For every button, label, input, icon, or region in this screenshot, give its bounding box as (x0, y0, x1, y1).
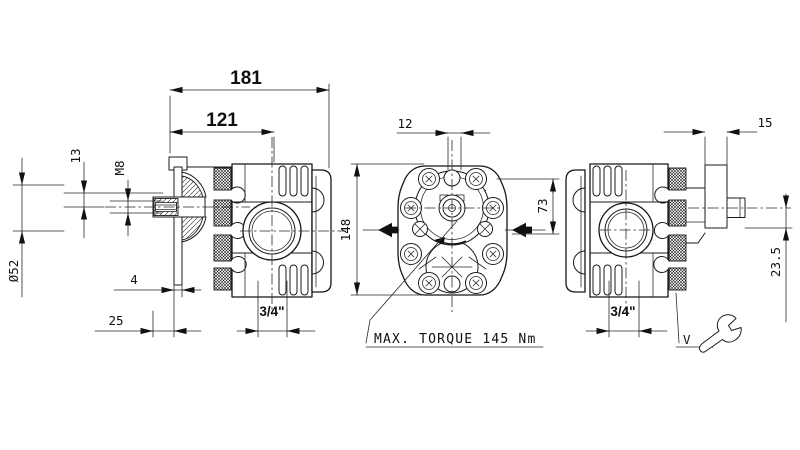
dim-axis-to-bracket: 23.5 (768, 247, 783, 277)
flange-section-hatch-bottom (181, 216, 204, 241)
valve-marker-label: V (683, 332, 691, 347)
torque-note-leader (365, 220, 458, 344)
right-side-view (565, 163, 746, 298)
dim-flange-to-port-axis: 121 (206, 110, 238, 131)
drain-plug-right (477, 221, 493, 237)
flange-section-hatch-top (181, 175, 204, 198)
tie-bolt (668, 267, 687, 291)
dim-shaft-thread: M8 (112, 160, 127, 175)
tie-bolt (213, 234, 232, 262)
dim-overall-length: 181 (230, 68, 262, 89)
front-view (362, 136, 546, 296)
valve-leader (675, 292, 680, 344)
dim-pilot-diameter: Ø52 (6, 260, 21, 283)
flange-bolts (400, 168, 504, 294)
wrench-icon (699, 314, 742, 353)
dim-flange-thickness: 4 (130, 272, 138, 287)
dim-key-height: 13 (68, 148, 83, 163)
tie-bolt (213, 267, 232, 291)
dimensions-left-view: 181 121 13 M8 Ø52 4 25 (6, 68, 330, 338)
tie-bolt (668, 167, 687, 191)
tie-bolt (668, 234, 687, 262)
dim-top-boss-width: 12 (397, 116, 412, 131)
flange-plate (173, 166, 183, 286)
dimensions-right-view: 15 23.5 3/4" V (585, 115, 793, 353)
centerlines (105, 137, 791, 315)
drain-plug-left (412, 221, 428, 237)
dimensions-front-view: 12 148 73 MAX. TORQUE 145 Nm (338, 116, 560, 348)
tie-bolt (213, 199, 232, 227)
dim-shaft-length: 25 (108, 313, 123, 328)
mounting-bracket (704, 164, 728, 229)
flow-direction-arrow-right-icon (512, 222, 532, 238)
rear-cover-right (565, 169, 586, 293)
dim-bracket-thickness: 15 (757, 115, 772, 130)
dim-axis-to-top: 73 (535, 198, 550, 213)
dim-port-size-right: 3/4" (610, 304, 635, 319)
tie-bolt (213, 167, 232, 191)
left-side-view (152, 156, 332, 298)
dim-overall-height: 148 (338, 219, 353, 242)
torque-note: MAX. TORQUE 145 Nm (374, 332, 536, 347)
flow-direction-arrow-left-icon (378, 222, 398, 238)
tie-bolt (668, 199, 687, 227)
dim-port-size-left: 3/4" (259, 304, 284, 319)
